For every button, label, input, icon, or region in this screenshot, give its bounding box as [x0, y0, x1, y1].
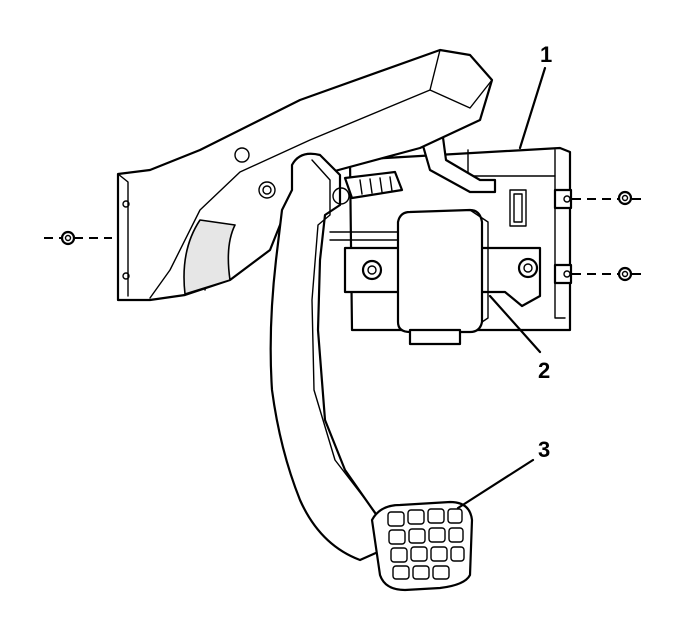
upper-right-nut-icon: [617, 190, 633, 206]
left-nut-icon: [60, 230, 76, 246]
callout-2-leader: [488, 294, 542, 354]
wire-connector: [343, 170, 404, 200]
pedal-pad: [370, 500, 474, 592]
callout-1-leader: [518, 66, 547, 150]
callout-3-label: 3: [538, 437, 550, 462]
callout-3-leader: [456, 458, 535, 510]
callout-2-label: 2: [538, 358, 550, 383]
callout-1-label: 1: [540, 42, 552, 67]
lower-right-nut-icon: [617, 266, 633, 282]
pedal-lever: [269, 152, 382, 562]
pedal-position-sensor: [396, 208, 489, 346]
